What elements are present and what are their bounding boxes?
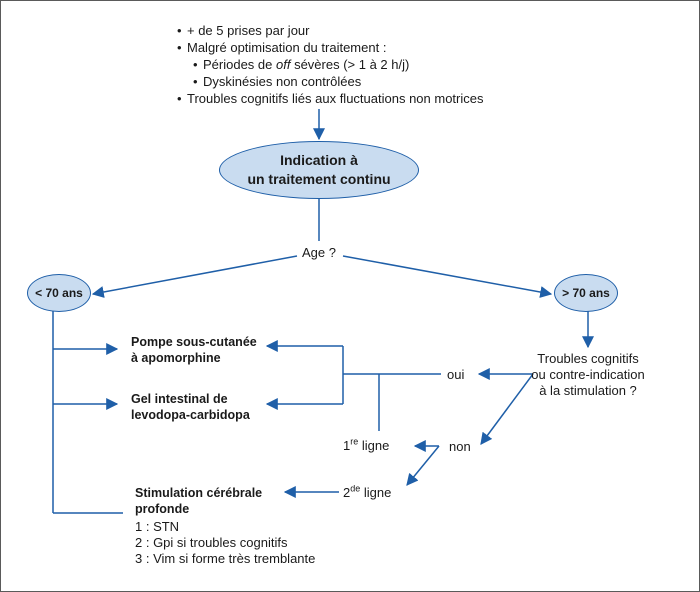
dbs-target-stn: 1 : STN — [135, 519, 180, 534]
over70-label: > 70 ans — [562, 286, 610, 300]
gel-option-line2: levodopa-carbidopa — [131, 408, 250, 422]
dbs-target-vim: 3 : Vim si forme très tremblante — [135, 551, 316, 566]
criterion-dyskinesia: Dyskinésies non contrôlées — [193, 74, 361, 90]
first-line-number: 1 — [343, 438, 351, 453]
answer-oui: oui — [447, 367, 465, 382]
pump-option-line2: à apomorphine — [131, 351, 221, 365]
second-line-word: ligne — [360, 485, 392, 500]
age-question: Age ? — [302, 245, 336, 260]
criterion-cognitive: Troubles cognitifs liés aux fluctuations… — [177, 91, 483, 107]
line-question-to-non — [480, 373, 534, 445]
first-line-suffix: re — [350, 436, 359, 447]
off-periods-prefix: Périodes de — [203, 57, 276, 72]
arrow-age-to-over70 — [342, 255, 553, 298]
second-line-suffix: de — [350, 483, 361, 494]
second-line-number: 2 — [343, 485, 351, 500]
dbs-option-line1: Stimulation cérébrale — [135, 486, 263, 500]
indication-line1: Indication à — [280, 152, 358, 168]
off-periods-suffix: sévères (> 1 à 2 h/j) — [290, 57, 410, 72]
question-line2: ou contre-indication — [531, 367, 645, 382]
first-line-label: 1re ligne — [343, 436, 390, 454]
criterion-optimisation: Malgré optimisation du traitement : — [177, 40, 386, 56]
criterion-daily-doses: + de 5 prises par jour — [177, 23, 310, 39]
second-line-label: 2de ligne — [343, 483, 392, 501]
first-line-word: ligne — [358, 438, 390, 453]
over70-node — [554, 274, 618, 312]
gel-option-line1: Gel intestinal de — [131, 392, 228, 406]
answer-non: non — [449, 439, 471, 454]
under70-node — [27, 274, 91, 312]
under70-label: < 70 ans — [35, 286, 83, 300]
pump-option-line1: Pompe sous-cutanée — [131, 335, 257, 349]
arrow-age-to-under70 — [91, 255, 298, 298]
dbs-option-line2: profonde — [135, 502, 190, 516]
question-line1: Troubles cognitifs — [537, 351, 639, 366]
dbs-target-gpi: 2 : Gpi si troubles cognitifs — [135, 535, 288, 550]
indication-node — [219, 141, 419, 199]
line-non-to-second-line — [406, 445, 440, 486]
indication-line2: un traitement continu — [247, 171, 391, 187]
question-line3: à la stimulation ? — [539, 383, 637, 398]
criterion-off-periods: Périodes de off sévères (> 1 à 2 h/j) — [193, 57, 410, 73]
off-term: off — [276, 57, 291, 72]
